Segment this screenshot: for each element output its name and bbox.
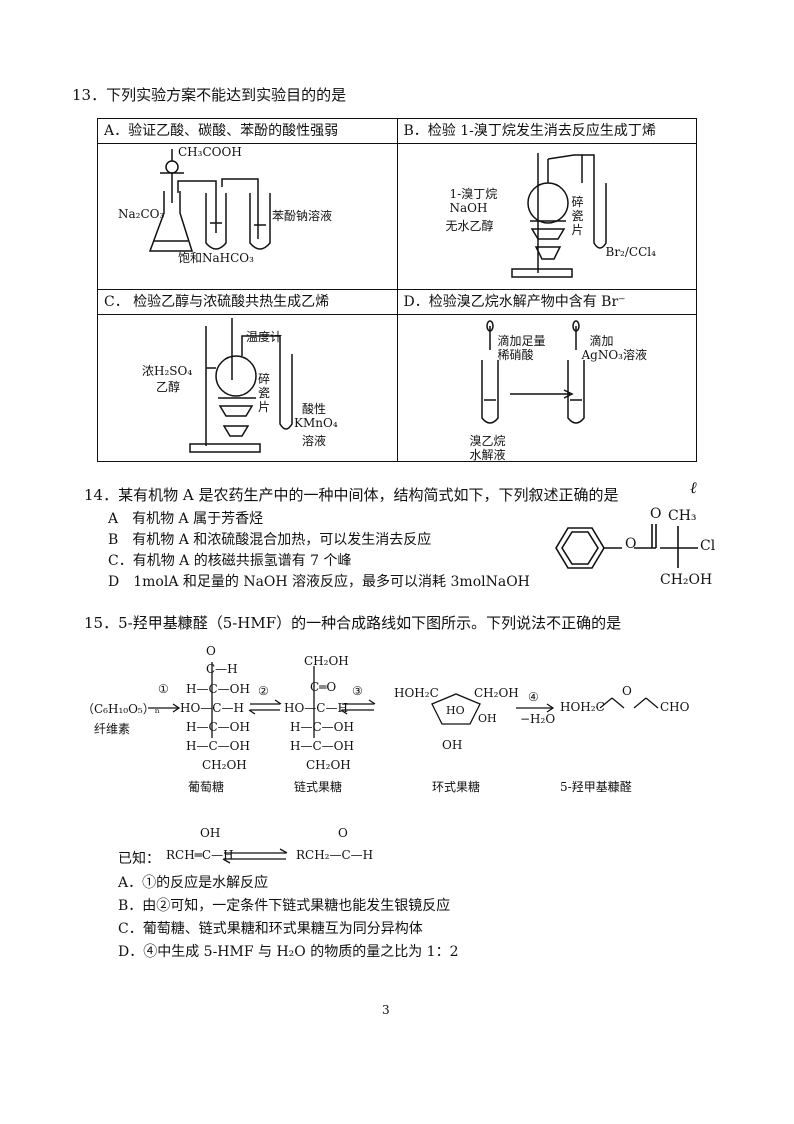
cyclic-bottom-oh: OH bbox=[442, 738, 463, 752]
q15-option-a: A．①的反应是水解反应 bbox=[118, 875, 269, 891]
known-right: RCH₂—C—H bbox=[296, 848, 374, 862]
step4-label: ④ bbox=[528, 690, 539, 704]
known-label: 已知： bbox=[118, 851, 160, 867]
q14-stem: 14．某有机物 A 是农药生产中的一种中间体，结构简式如下，下列叙述正确的是 bbox=[84, 486, 619, 504]
handwritten-mark: ℓ bbox=[690, 478, 697, 497]
known-oh: OH bbox=[200, 826, 221, 840]
fructose-line-0: CH₂OH bbox=[304, 654, 349, 668]
step4-condition: −H₂O bbox=[520, 712, 556, 726]
fructose-line-4: H—C—OH bbox=[290, 739, 354, 753]
q15-cellulose-name: 纤维素 bbox=[94, 722, 131, 736]
label-add-agno3-1: 滴加 bbox=[589, 334, 614, 348]
known-left: RCH═C—H bbox=[166, 848, 234, 862]
known-o: O bbox=[338, 826, 348, 840]
label-chip-1: 碎 bbox=[571, 195, 584, 209]
q14-ch3: CH₃ bbox=[668, 508, 697, 524]
q14-ester-o: O bbox=[625, 536, 637, 552]
label-ethanol: 无水乙醇 bbox=[445, 219, 494, 233]
cell-b: B．检验 1-溴丁烷发生消去反应生成丁烯 1-溴丁烷 NaOH 无水乙醇 碎 bbox=[396, 118, 697, 290]
glucose-o: O bbox=[206, 644, 216, 658]
step1-label: ① bbox=[158, 682, 169, 696]
cell-a: A．验证乙酸、碳酸、苯酚的酸性强弱 bbox=[97, 118, 398, 290]
q14-option-c: C．有机物 A 的核磁共振氢谱有 7 个峰 bbox=[108, 553, 352, 569]
cell-b-title: B．检验 1-溴丁烷发生消去反应生成丁烯 bbox=[397, 119, 696, 144]
apparatus-b bbox=[510, 153, 607, 278]
label-solution: 溶液 bbox=[302, 434, 327, 448]
name-cyclic-fructose: 环式果糖 bbox=[432, 780, 481, 794]
glucose-line-5: H—C—OH bbox=[186, 739, 250, 753]
fructose-line-1: C═O bbox=[310, 680, 337, 694]
q14-carbonyl-o: O bbox=[650, 506, 662, 522]
cell-a-title: A．验证乙酸、碳酸、苯酚的酸性强弱 bbox=[98, 119, 397, 144]
q15-arrows bbox=[148, 662, 659, 738]
name-glucose: 葡萄糖 bbox=[188, 780, 225, 794]
q14-cl: Cl bbox=[700, 538, 716, 554]
label-nahco3: 饱和NaHCO₃ bbox=[178, 251, 254, 265]
q13-experiment-table: A．验证乙酸、碳酸、苯酚的酸性强弱 bbox=[97, 118, 697, 462]
q14-option-a: A 有机物 A 属于芳香烃 bbox=[108, 511, 264, 527]
glucose-line-6: CH₂OH bbox=[202, 758, 247, 772]
glucose-line-1: C—H bbox=[206, 662, 238, 676]
q14-option-d: D 1molA 和足量的 NaOH 溶液反应，最多可以消耗 3molNaOH bbox=[108, 574, 530, 590]
q15-option-c: C．葡萄糖、链式果糖和环式果糖互为同分异构体 bbox=[118, 921, 423, 937]
label-phenoxide: 苯酚钠溶液 bbox=[272, 209, 333, 223]
fructose-line-5: CH₂OH bbox=[306, 758, 351, 772]
label-c-chip-1: 碎 bbox=[258, 372, 271, 386]
label-bromoethane: 溴乙烷 bbox=[469, 434, 506, 448]
glucose-line-3: HO—C—H bbox=[180, 701, 244, 715]
known-equilibrium-arrow bbox=[222, 848, 288, 864]
label-thermometer: 温度计 bbox=[246, 330, 283, 344]
label-c-ethanol: 乙醇 bbox=[156, 380, 181, 394]
label-ch3cooh: CH₃COOH bbox=[178, 145, 242, 159]
label-br2-ccl4: Br₂/CCl₄ bbox=[605, 245, 656, 259]
label-kmno4: KMnO₄ bbox=[294, 416, 338, 430]
name-hmf: 5-羟甲基糠醛 bbox=[560, 780, 632, 794]
q14-structure bbox=[555, 524, 698, 569]
apparatus-a bbox=[148, 149, 271, 252]
label-c-chip-2: 瓷 bbox=[258, 386, 271, 400]
glucose-line-2: H—C—OH bbox=[186, 682, 250, 696]
cyclic-ring-oh: OH bbox=[478, 712, 497, 725]
glucose-line-4: H—C—OH bbox=[186, 720, 250, 734]
q15-option-d: D．④中生成 5-HMF 与 H₂O 的物质的量之比为 1：2 bbox=[118, 944, 459, 960]
hmf-right: CHO bbox=[660, 700, 690, 714]
label-add-hno3-1: 滴加足量 bbox=[497, 334, 546, 348]
q15-cellulose-formula: （C₆H₁₀O₅）ₙ bbox=[82, 702, 160, 716]
fructose-line-3: H—C—OH bbox=[290, 720, 354, 734]
name-chain-fructose: 链式果糖 bbox=[294, 780, 343, 794]
q15-option-b: B．由②可知，一定条件下链式果糖也能发生银镜反应 bbox=[118, 898, 451, 914]
label-c-chip-3: 片 bbox=[258, 400, 271, 414]
cyclic-right: CH₂OH bbox=[474, 686, 519, 700]
hmf-left: HOH₂C bbox=[560, 700, 605, 714]
cell-d: D．检验溴乙烷水解产物中含有 Br⁻ 滴加足量 稀硝酸 滴加 AgN bbox=[396, 289, 697, 462]
apparatus-d bbox=[480, 320, 585, 424]
label-chip-2: 瓷 bbox=[571, 209, 584, 223]
label-bromobutane: 1-溴丁烷 bbox=[449, 187, 498, 201]
q13-stem: 13．下列实验方案不能达到实验目的的是 bbox=[72, 86, 347, 104]
q15-stem: 15．5-羟甲基糠醛（5-HMF）的一种合成路线如下图所示。下列说法不正确的是 bbox=[84, 614, 622, 632]
cell-c: C． 检验乙醇与浓硫酸共热生成乙烯 温度计 浓H₂SO₄ 乙醇 碎 瓷 bbox=[97, 289, 398, 462]
cell-d-title: D．检验溴乙烷水解产物中含有 Br⁻ bbox=[397, 290, 696, 315]
fructose-line-2: HO—C—H bbox=[284, 701, 348, 715]
page-number: 3 bbox=[382, 1003, 390, 1017]
cyclic-left: HOH₂C bbox=[394, 686, 439, 700]
label-naoh: NaOH bbox=[449, 201, 488, 215]
label-add-agno3-2: AgNO₃溶液 bbox=[581, 348, 648, 362]
cell-c-title: C． 检验乙醇与浓硫酸共热生成乙烯 bbox=[98, 290, 397, 315]
cyclic-ring-ho: HO bbox=[446, 704, 465, 717]
hmf-o: O bbox=[622, 684, 632, 698]
apparatus-c bbox=[189, 318, 293, 453]
q14-ch2oh: CH₂OH bbox=[660, 572, 713, 588]
label-hydrolysate: 水解液 bbox=[469, 448, 506, 462]
step2-label: ② bbox=[258, 684, 269, 698]
label-h2so4: 浓H₂SO₄ bbox=[142, 364, 193, 378]
label-chip-3: 片 bbox=[571, 223, 584, 237]
label-acidic: 酸性 bbox=[302, 402, 327, 416]
label-add-hno3-2: 稀硝酸 bbox=[497, 348, 534, 362]
q14-option-b: B 有机物 A 和浓硫酸混合加热，可以发生消去反应 bbox=[108, 532, 432, 548]
label-na2co3: Na₂CO₃ bbox=[118, 207, 165, 221]
step3-label: ③ bbox=[352, 684, 363, 698]
